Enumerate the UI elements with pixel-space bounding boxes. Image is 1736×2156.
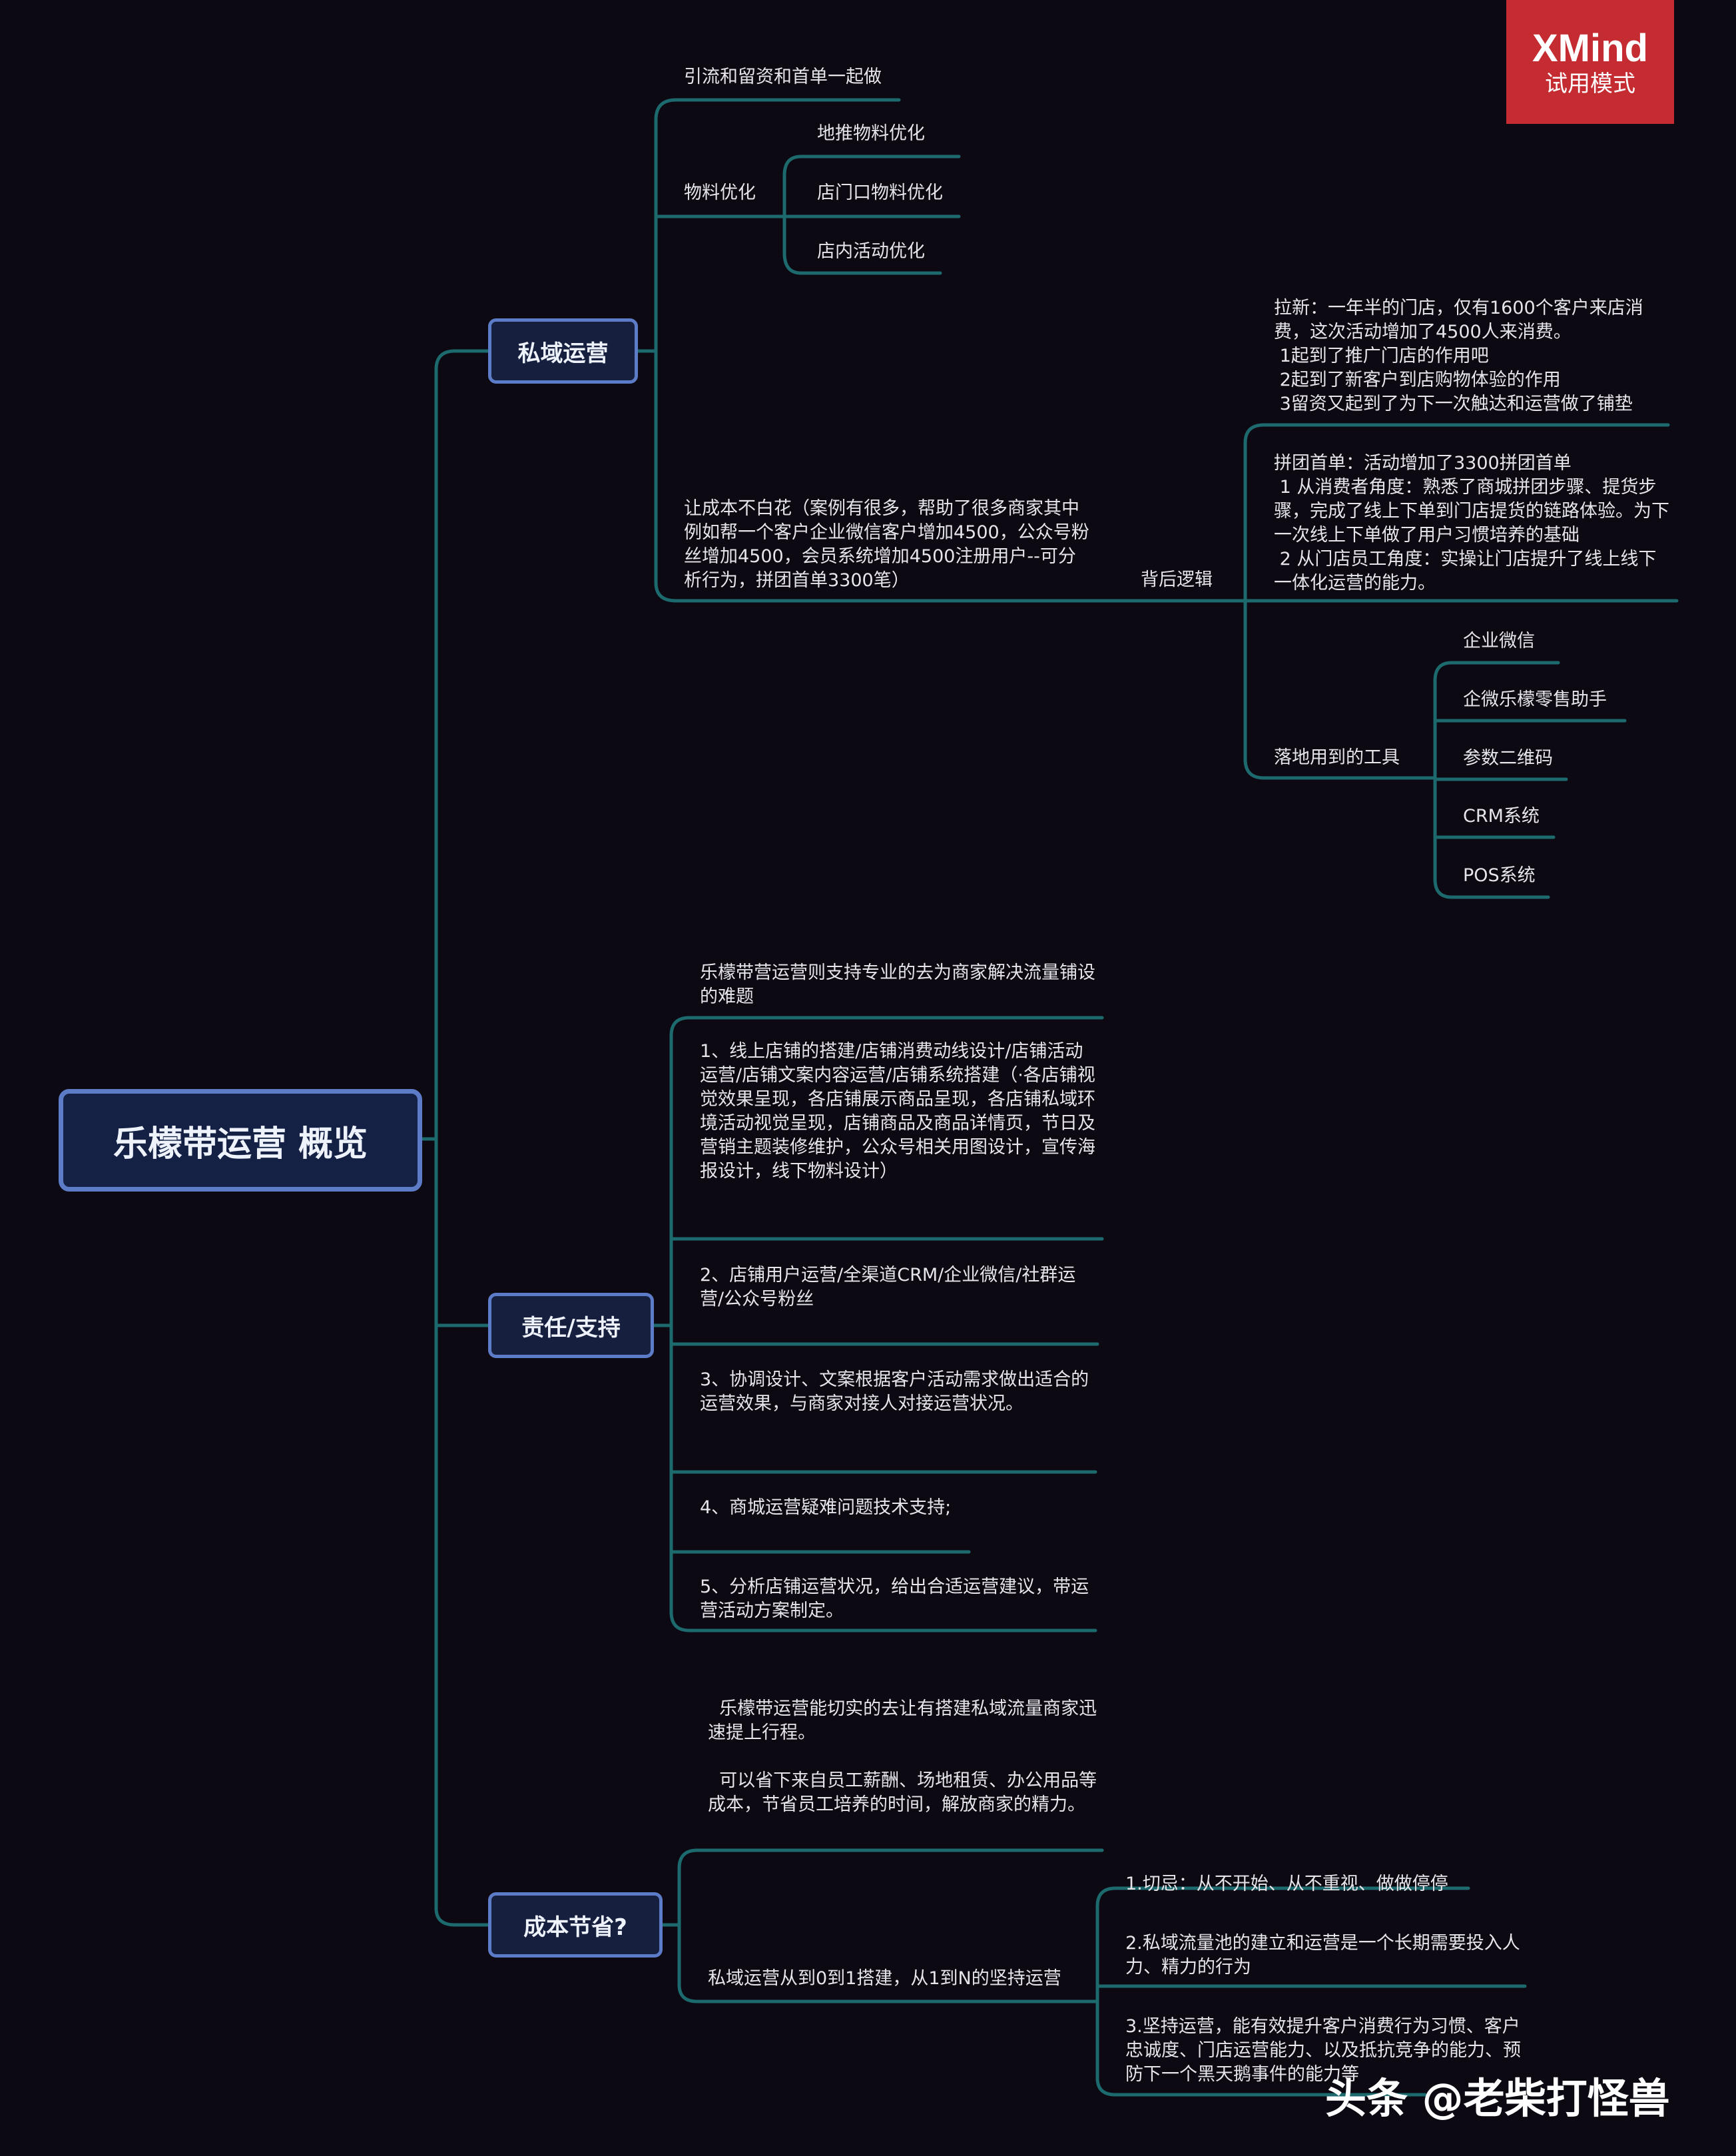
trial-mode-label: 试用模式	[1545, 71, 1635, 97]
topic-underlying-logic[interactable]: 背后逻辑	[1141, 569, 1213, 590]
xmind-logo-text: XMind	[1532, 27, 1648, 70]
trial-mode-badge: XMind 试用模式	[1506, 0, 1674, 124]
tool-wecom-retail-assistant[interactable]: 企微乐檬零售助手	[1463, 689, 1607, 710]
branch-duty-support[interactable]: 责任/支持	[488, 1293, 654, 1358]
branch-private-operation[interactable]: 私域运营	[488, 318, 638, 384]
topic-tools-used[interactable]: 落地用到的工具	[1274, 747, 1400, 768]
topic-cost-effective[interactable]: 让成本不白花（案例有很多，帮助了很多商家其中例如帮一个客户企业微信客户增加450…	[684, 498, 1089, 591]
topic-logic-acquisition[interactable]: 拉新：一年半的门店，仅有1600个客户来店消费，这次活动增加了4500人来消费。…	[1274, 298, 1643, 414]
duty-item-3[interactable]: 3、协调设计、文案根据客户活动需求做出适合的运营效果，与商家对接人对接运营状况。	[700, 1369, 1089, 1414]
cost-persist[interactable]: 3.坚持运营，能有效提升客户消费行为习惯、客户忠诚度、门店运营能力、以及抵抗竞争…	[1125, 2016, 1521, 2085]
central-topic[interactable]: 乐檬带运营 概览	[59, 1089, 422, 1192]
topic-logic-group-buy[interactable]: 拼团首单：活动增加了3300拼团首单 1 从消费者角度：熟悉了商城拼团步骤、提货…	[1274, 453, 1669, 593]
duty-item-2[interactable]: 2、店铺用户运营/全渠道CRM/企业微信/社群运营/公众号粉丝	[700, 1265, 1076, 1309]
branch-cost-saving[interactable]: 成本节省?	[488, 1892, 663, 1958]
watermark: 头条 @老柴打怪兽	[1325, 2074, 1670, 2123]
topic-ground-promo-material[interactable]: 地推物料优化	[817, 123, 925, 144]
tool-pos[interactable]: POS系统	[1463, 865, 1536, 886]
tool-param-qrcode[interactable]: 参数二维码	[1463, 748, 1553, 769]
tool-wecom[interactable]: 企业微信	[1463, 631, 1535, 651]
duty-item-4[interactable]: 4、商城运营疑难问题技术支持;	[700, 1497, 952, 1518]
topic-lead-capture[interactable]: 引流和留资和首单一起做	[684, 67, 882, 87]
cost-long-term[interactable]: 2.私域流量池的建立和运营是一个长期需要投入人力、精力的行为	[1125, 1933, 1520, 1977]
cost-avoid[interactable]: 1.切忌：从不开始、从不重视、做做停停	[1125, 1874, 1448, 1894]
duty-intro[interactable]: 乐檬带营运营则支持专业的去为商家解决流量铺设的难题	[700, 962, 1095, 1007]
topic-instore-activity[interactable]: 店内活动优化	[817, 241, 925, 262]
cost-intro[interactable]: 乐檬带运营能切实的去让有搭建私域流量商家迅速提上行程。 可以省下来自员工薪酬、场…	[708, 1698, 1097, 1815]
duty-item-5[interactable]: 5、分析店铺运营状况，给出合适运营建议，带运营活动方案制定。	[700, 1577, 1089, 1621]
topic-material-optimization[interactable]: 物料优化	[684, 182, 756, 203]
duty-item-1[interactable]: 1、线上店铺的搭建/店铺消费动线设计/店铺活动运营/店铺文案内容运营/店铺系统搭…	[700, 1041, 1095, 1182]
cost-zero-to-n[interactable]: 私域运营从到0到1搭建，从1到N的坚持运营	[708, 1968, 1061, 1989]
topic-storefront-material[interactable]: 店门口物料优化	[817, 182, 943, 203]
tool-crm[interactable]: CRM系统	[1463, 806, 1540, 827]
